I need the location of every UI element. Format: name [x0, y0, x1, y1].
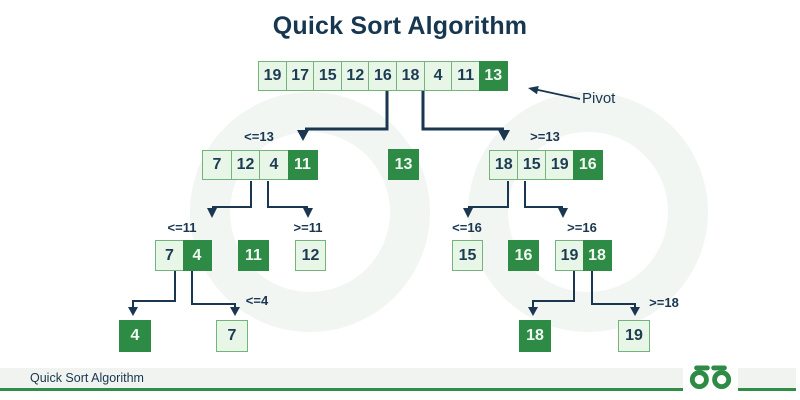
partition-label: <=11 [167, 220, 197, 235]
geeksforgeeks-logo [689, 365, 732, 390]
array-cell: 15 [313, 61, 343, 91]
array-cell-pivot: 16 [573, 150, 603, 180]
array-cell: 7 [202, 150, 232, 180]
array-l2-right: 18 15 19 16 [489, 150, 603, 180]
footer-logo-area [683, 362, 738, 392]
array-cell: 12 [340, 61, 370, 91]
array-cell-pivot: 13 [388, 149, 419, 180]
partition-label: <=4 [245, 293, 269, 308]
array-l2-left: 7 12 4 11 [202, 150, 318, 180]
box-18: 18 [519, 320, 551, 352]
array-cell-pivot: 4 [182, 240, 212, 271]
array-cell: 11 [451, 61, 481, 91]
partition-label: <=13 [244, 129, 274, 144]
array-cell: 4 [423, 61, 453, 91]
box-4: 4 [119, 320, 151, 352]
array-cell: 12 [230, 150, 261, 180]
array-cell-pivot: 11 [287, 150, 318, 180]
box-15: 15 [452, 240, 483, 271]
array-cell: 19 [258, 61, 288, 91]
array-cell: 15 [452, 240, 483, 271]
array-cell-pivot: 13 [478, 61, 508, 91]
array-cell-pivot: 16 [508, 240, 539, 271]
box-16: 16 [508, 240, 539, 271]
footer-band [0, 368, 796, 388]
partition-label: >=11 [293, 220, 323, 235]
array-cell: 18 [489, 150, 519, 180]
partition-label: >=18 [649, 295, 679, 310]
array-cell: 16 [368, 61, 398, 91]
box-12: 12 [295, 240, 326, 271]
array-cell: 7 [216, 320, 248, 352]
box-7: 7 [216, 320, 248, 352]
box-13: 13 [388, 149, 419, 180]
array-cell: 15 [517, 150, 547, 180]
footer-divider [0, 388, 796, 391]
array-cell-pivot: 18 [582, 240, 612, 271]
array-cell: 12 [295, 240, 326, 271]
partition-label: >=13 [530, 129, 560, 144]
array-cell: 19 [545, 150, 575, 180]
array-root: 19 17 15 12 16 18 4 11 13 [258, 61, 508, 91]
partition-label: >=16 [567, 220, 597, 235]
array-cell: 4 [259, 150, 289, 180]
page-title: Quick Sort Algorithm [272, 12, 528, 40]
pivot-label: Pivot [582, 90, 616, 107]
array-cell-pivot: 11 [238, 240, 269, 271]
array-l3-right-pair: 19 18 [555, 240, 612, 271]
array-cell: 19 [555, 240, 584, 271]
array-cell-pivot: 18 [519, 320, 551, 352]
array-l3-left-pair: 7 4 [155, 240, 212, 271]
partition-label: <=16 [452, 220, 482, 235]
array-cell: 18 [395, 61, 426, 91]
footer-caption: Quick Sort Algorithm [30, 371, 144, 385]
array-cell: 17 [285, 61, 315, 91]
array-cell: 7 [155, 240, 184, 271]
array-cell-pivot: 4 [119, 320, 151, 352]
box-19: 19 [618, 320, 650, 352]
array-cell: 19 [618, 320, 650, 352]
box-11: 11 [238, 240, 269, 271]
